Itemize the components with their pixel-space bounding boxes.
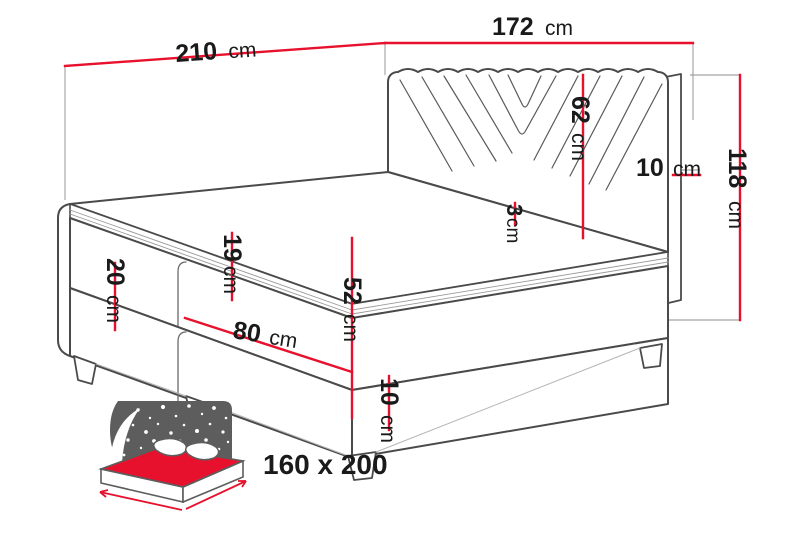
icon-pillow-right: [185, 441, 220, 461]
dimension-labels: 210 cm 172 cm 118 cm 62 cm 10 cm: [101, 13, 751, 443]
label-210: 210 cm: [174, 37, 258, 68]
dimension-lines: [63, 41, 742, 432]
label-118: 118 cm: [723, 148, 751, 229]
label-10-depth-value: 10: [636, 154, 664, 182]
label-20-value: 20: [101, 258, 129, 286]
label-172-value: 172: [492, 13, 534, 41]
label-62-unit: cm: [567, 133, 590, 161]
label-52: 52 cm: [338, 277, 366, 342]
label-80-value: 80: [231, 316, 263, 348]
dimline-210: [63, 41, 387, 68]
label-52-unit: cm: [339, 314, 362, 342]
label-118-unit: cm: [724, 201, 747, 229]
label-172-unit: cm: [545, 17, 573, 40]
label-172: 172 cm: [492, 13, 573, 41]
icon-dimension-arrows: [99, 480, 247, 511]
headboard-front-face: [387, 68, 669, 253]
ground-lines: [95, 347, 641, 457]
base-corner-round: [177, 331, 187, 405]
label-10-leg-unit: cm: [376, 415, 399, 443]
label-10-depth: 10 cm: [636, 154, 701, 182]
leg-front-right: [347, 451, 377, 481]
icon-mattress-top-outline: [98, 446, 246, 488]
label-210-unit: cm: [228, 38, 258, 63]
label-19-unit: cm: [219, 266, 242, 294]
headboard-swoosh: [110, 408, 140, 463]
icon-pillow-left: [153, 437, 188, 457]
mattress-corner-round: [177, 261, 187, 337]
leg-front-left: [73, 355, 97, 385]
label-19-value: 19: [218, 234, 246, 262]
dimline-80: [183, 316, 354, 374]
label-52-value: 52: [338, 277, 366, 305]
label-10-depth-unit: cm: [673, 158, 701, 181]
label-118-value: 118: [723, 148, 751, 188]
label-3-unit: cm: [502, 218, 523, 243]
label-62: 62 cm: [566, 96, 594, 161]
label-80: 80 cm: [231, 316, 299, 353]
headboard-chevron-pattern: [399, 74, 663, 191]
label-210-value: 210: [174, 37, 218, 68]
topper-seams: [69, 209, 669, 315]
label-20: 20 cm: [101, 258, 129, 323]
bed-with-starry-headboard-icon: [98, 401, 247, 511]
label-80-unit: cm: [268, 326, 299, 353]
label-3-value: 3: [502, 204, 527, 216]
label-3: 3 cm: [502, 204, 527, 243]
leg-back-right: [639, 343, 663, 369]
label-10-leg: 10 cm: [375, 378, 403, 443]
sleeping-area-label: 160 x 200: [263, 449, 388, 480]
label-62-value: 62: [566, 96, 594, 124]
label-20-unit: cm: [102, 295, 125, 323]
label-19: 19 cm: [218, 234, 246, 294]
label-10-leg-value: 10: [375, 378, 403, 406]
bed-left-rounded-edge: [57, 203, 71, 357]
